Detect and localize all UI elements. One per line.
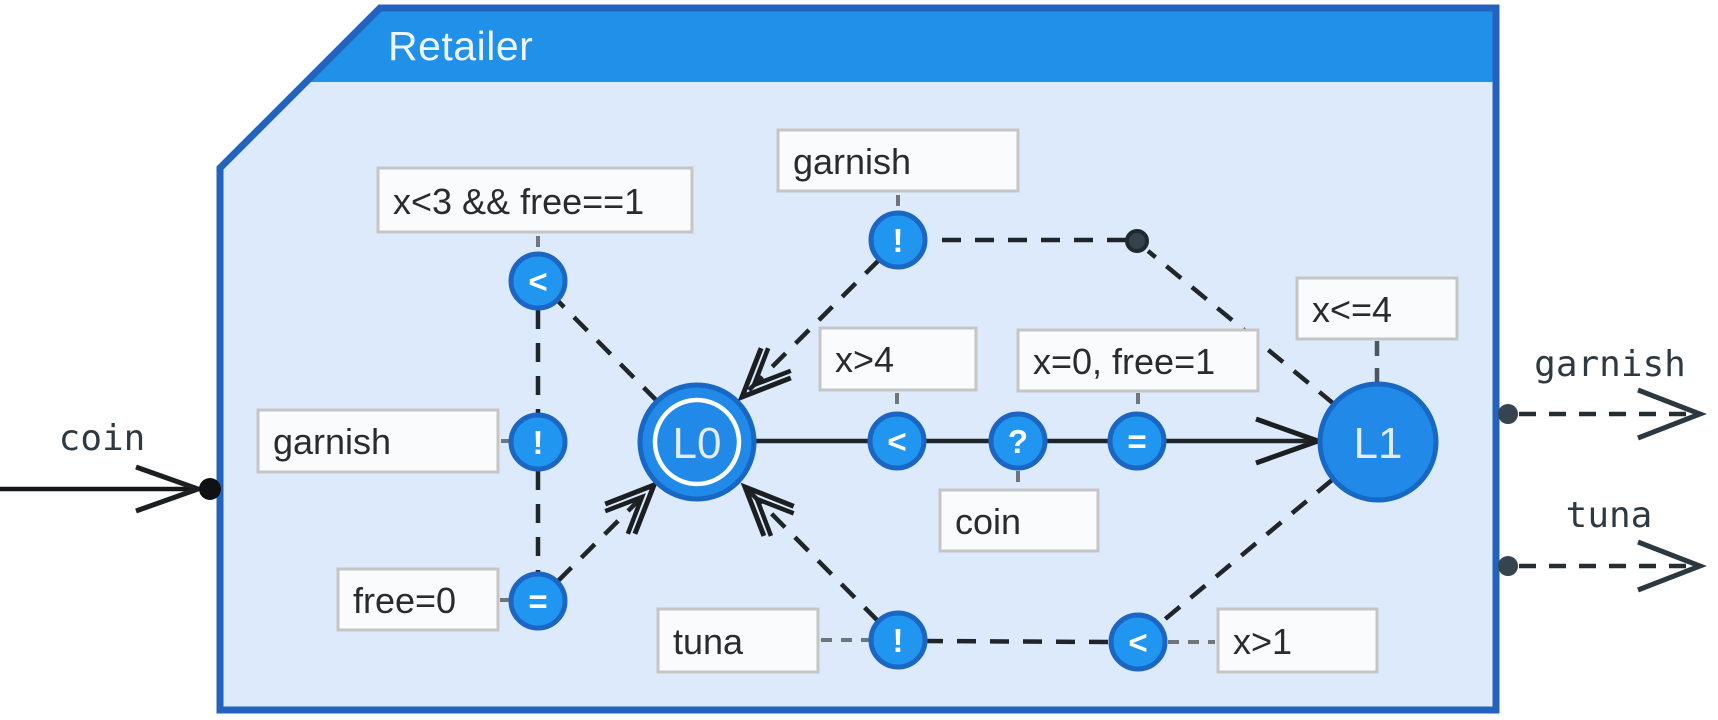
label-invariant-l1-text: x<=4 (1312, 289, 1392, 330)
label-guard-loop-box (376, 166, 694, 234)
edge-guard-x1-tuna-badge (926, 638, 1109, 645)
label-garnish-left: garnish (256, 408, 500, 474)
garnish-output: garnish (1498, 344, 1707, 441)
label-coin: coin (938, 488, 1100, 553)
assign-badge-free0-circle (508, 571, 568, 631)
receive-badge-coin-circle (988, 411, 1048, 471)
guard-badge-x4: < (867, 411, 927, 471)
label-invariant-l1: x<=4 (1295, 276, 1459, 341)
send-badge-garnish-top-circle (868, 210, 928, 270)
label-guard-x1-box (1216, 607, 1379, 674)
label-garnish-top: garnish (776, 128, 1020, 193)
label-garnish-top-text: garnish (793, 141, 911, 182)
label-guard-x4-box (818, 326, 978, 392)
label-tuna-text: tuna (673, 621, 744, 662)
label-garnish-top-box (776, 128, 1020, 193)
send-badge-garnish-left-circle (508, 412, 568, 472)
state-l0-initial-ring (652, 397, 742, 487)
label-guard-x4: x>4 (818, 326, 978, 392)
send-badge-tuna-glyph: ! (893, 622, 904, 659)
tuna-output: tuna (1498, 495, 1707, 593)
guard-badge-x4-circle (867, 411, 927, 471)
label-update-reset-box (1016, 328, 1260, 393)
assign-badge-free0-glyph: = (528, 583, 547, 620)
coin-port-dot (199, 478, 221, 500)
garnish-port-dot (1498, 404, 1518, 424)
send-badge-tuna: ! (868, 610, 928, 670)
edges (535, 237, 1336, 645)
receive-badge-coin-glyph: ? (1008, 423, 1028, 460)
coin-input-label: coin (59, 418, 146, 459)
label-garnish-left-box (256, 408, 500, 474)
label-guard-x1-text: x>1 (1233, 621, 1292, 662)
send-badge-tuna-circle (868, 610, 928, 670)
guard-badge-x1: < (1108, 612, 1168, 672)
component-border (216, 4, 1500, 714)
state-l1: L1 (1317, 381, 1439, 503)
assign-badge-free0: = (508, 571, 568, 631)
label-tuna: tuna (656, 607, 820, 674)
guard-badge-loop-circle (508, 251, 568, 311)
guard-badge-x4-glyph: < (887, 423, 906, 460)
label-guard-loop-text: x<3 && free==1 (393, 181, 644, 222)
label-free0-text: free=0 (353, 580, 456, 621)
send-badge-garnish-top-glyph: ! (893, 222, 904, 259)
label-invariant-l1-box (1295, 276, 1459, 341)
guard-badge-x1-circle (1108, 612, 1168, 672)
assign-badge-reset-glyph: = (1127, 423, 1146, 460)
component-title: Retailer (388, 23, 533, 69)
state-l1-label: L1 (1354, 419, 1403, 468)
state-l0-label: L0 (673, 419, 722, 468)
label-update-reset-text: x=0, free=1 (1033, 341, 1215, 382)
edge-l0-guard-loop (555, 298, 659, 403)
label-guard-x1: x>1 (1216, 607, 1379, 674)
send-badge-garnish-left: ! (508, 412, 568, 472)
label-coin-text: coin (955, 501, 1021, 542)
tuna-output-label: tuna (1566, 495, 1653, 536)
guard-badge-x1-glyph: < (1128, 624, 1147, 661)
badges: < ! = < ? = ! ! (508, 210, 1168, 672)
guard-badge-loop-glyph: < (528, 263, 547, 300)
receive-badge-coin: ? (988, 411, 1048, 471)
state-l0: L0 (637, 382, 757, 502)
coin-input: coin (0, 418, 221, 514)
edge-l1-waypoint (1146, 249, 1336, 406)
edge-l1-guard-x1 (1156, 478, 1334, 627)
tuna-port-dot (1498, 556, 1518, 576)
labels: x<3 && free==1 garnish x>4 x=0, free=1 x… (256, 128, 1459, 674)
label-tuna-box (656, 607, 820, 674)
label-guard-loop: x<3 && free==1 (376, 166, 694, 234)
waypoint-dot (1125, 229, 1149, 253)
assign-badge-reset: = (1107, 411, 1167, 471)
garnish-output-label: garnish (1534, 344, 1686, 385)
component-header (306, 8, 1496, 82)
send-badge-garnish-top: ! (868, 210, 928, 270)
label-free0-box (336, 567, 500, 632)
label-free0: free=0 (336, 567, 500, 632)
label-coin-box (938, 488, 1100, 553)
label-guard-x4-text: x>4 (835, 339, 894, 380)
assign-badge-reset-circle (1107, 411, 1167, 471)
send-badge-garnish-left-glyph: ! (533, 424, 544, 461)
state-l1-circle (1317, 381, 1439, 503)
guard-badge-loop: < (508, 251, 568, 311)
label-garnish-left-text: garnish (273, 421, 391, 462)
edge-free0-l0 (556, 480, 659, 583)
label-update-reset: x=0, free=1 (1016, 328, 1260, 393)
